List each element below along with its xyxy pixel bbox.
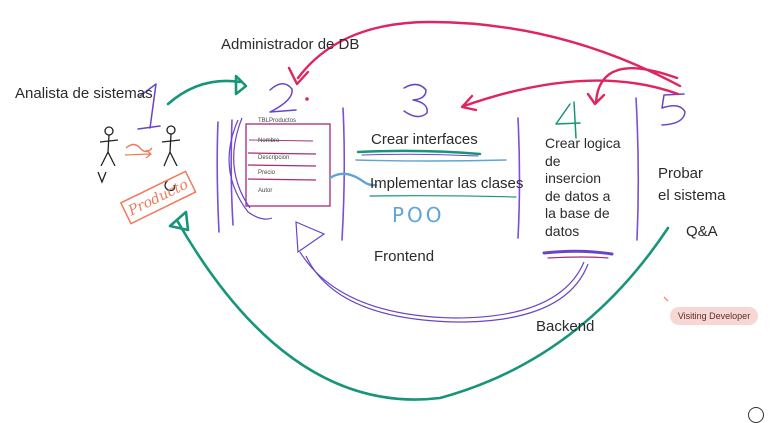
implementar-underline xyxy=(369,195,517,198)
arrow-to-step4 xyxy=(594,67,679,104)
stick-figure-left xyxy=(97,126,119,184)
crear-interfaces-underline xyxy=(356,149,482,156)
arrow-analista-to-admin xyxy=(166,79,242,106)
divider-4 xyxy=(635,97,640,241)
backend-loop xyxy=(228,117,589,323)
blue-line xyxy=(355,159,507,162)
step-number-2 xyxy=(269,83,297,113)
datos-underline-2 xyxy=(547,256,609,259)
divider-1-right xyxy=(230,119,234,226)
underline-strokes xyxy=(328,149,614,259)
admin-db-label: Administrador de DB xyxy=(221,36,360,53)
step-numbers xyxy=(137,83,686,139)
step-number-3 xyxy=(403,83,428,118)
exchange-arrow xyxy=(124,149,152,159)
step-number-5 xyxy=(661,93,686,126)
backend-label: Backend xyxy=(536,318,595,335)
table-field-descripcion: Descripcion xyxy=(258,155,290,161)
arrow-qa-to-producto xyxy=(176,220,670,401)
stick-figure-right xyxy=(161,125,181,192)
crear-logica-label: Crear logica de insercion de datos a la … xyxy=(545,135,621,239)
datos-underline xyxy=(542,249,614,256)
visiting-developer-badge[interactable]: Visiting Developer xyxy=(670,307,758,325)
qa-label: Q&A xyxy=(686,223,718,240)
db-table-sketch xyxy=(245,123,331,207)
arrow-to-step4-head xyxy=(586,92,606,106)
table-field-nombre: Nombre xyxy=(258,138,280,144)
arrow-analista-to-admin-head xyxy=(234,74,248,96)
table-field-precio: Precio xyxy=(258,170,276,176)
divider-3 xyxy=(517,117,521,239)
arrow-qa-to-producto-head xyxy=(168,210,190,232)
table-field-autor: Autor xyxy=(258,188,273,194)
arrow-to-step3 xyxy=(462,79,680,108)
divider-2 xyxy=(341,107,346,241)
producto-sticker: Producto xyxy=(119,170,197,225)
step-number-1 xyxy=(137,83,161,130)
arrow-to-admin-head xyxy=(287,66,310,86)
dot-mark xyxy=(305,97,309,101)
section-dividers xyxy=(216,97,640,241)
exchange-squiggle xyxy=(125,143,153,153)
analista-label: Analista de sistemas xyxy=(15,85,153,102)
crear-interfaces-label: Crear interfaces xyxy=(371,131,478,148)
blue-connector xyxy=(328,172,378,187)
arrow-to-step3-head xyxy=(460,94,478,112)
frontend-label: Frontend xyxy=(374,248,435,265)
arrow-to-admin xyxy=(296,20,682,88)
implementar-clases-label: Implementar las clases xyxy=(370,175,524,192)
red-arrows xyxy=(287,20,682,112)
producto-label: Producto xyxy=(125,177,191,220)
teal-arrows xyxy=(166,74,670,401)
table-title: TBLProductos xyxy=(258,118,297,124)
poo-label: POO xyxy=(392,203,445,227)
pointer-mark xyxy=(663,296,669,302)
zoom-icon[interactable] xyxy=(748,407,764,423)
probar-label: Probar el sistema xyxy=(658,165,726,204)
divider-1-left xyxy=(216,121,220,233)
crear-interfaces-underline-2 xyxy=(361,153,479,157)
step-number-4 xyxy=(555,101,581,139)
